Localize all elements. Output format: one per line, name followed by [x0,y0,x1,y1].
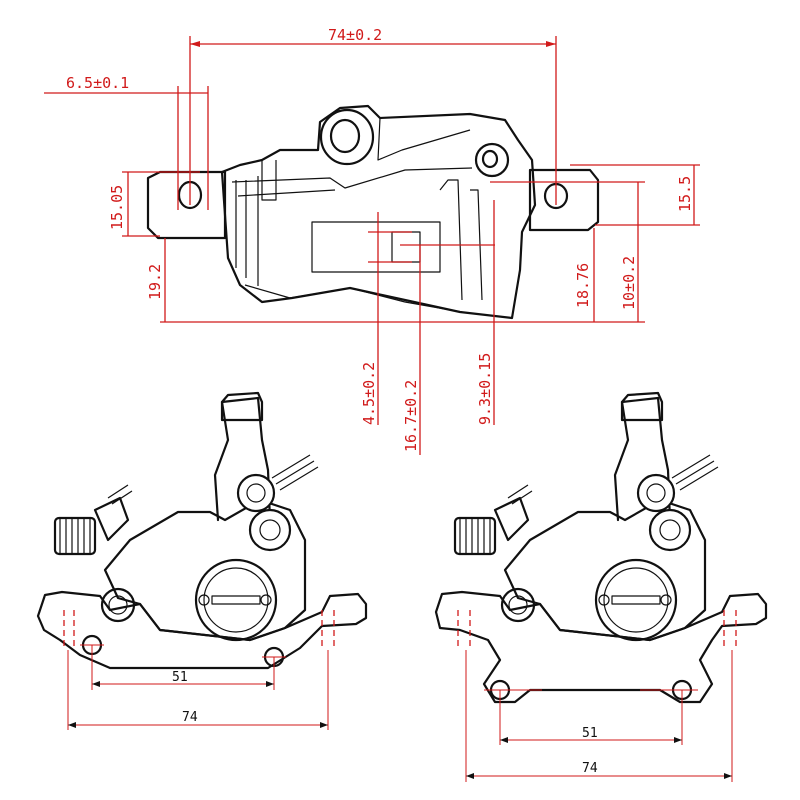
left-view-caliper [36,391,368,670]
right-view-caliper [434,391,768,704]
dim-left-height: 15.05 [108,185,126,230]
dim-left-offset: 19.2 [146,264,164,300]
dim-pad-a: 4.5±0.2 [360,362,378,425]
top-view-dimensions: 74±0.2 6.5±0.1 15.05 19.2 15.5 10±0.2 18… [44,26,700,455]
left-view-dimensions: 51 74 [63,610,335,730]
dim-overall-width: 74±0.2 [328,26,382,44]
dim-pad-c: 9.3±0.15 [476,353,494,425]
right-view-dimensions: 51 74 [457,610,737,782]
dim-right-height: 15.5 [676,176,694,212]
dim-right-offset: 18.76 [574,263,592,308]
dim-pad-b: 16.7±0.2 [402,380,420,452]
left-dim-hole-spacing: 51 [172,670,188,685]
right-dim-overall: 74 [582,761,598,776]
top-view-caliper-body [146,104,600,320]
dim-right-small: 10±0.2 [620,256,638,310]
right-dim-hole-spacing: 51 [582,726,598,741]
dim-slot-width: 6.5±0.1 [66,74,129,92]
left-dim-overall: 74 [182,710,198,725]
